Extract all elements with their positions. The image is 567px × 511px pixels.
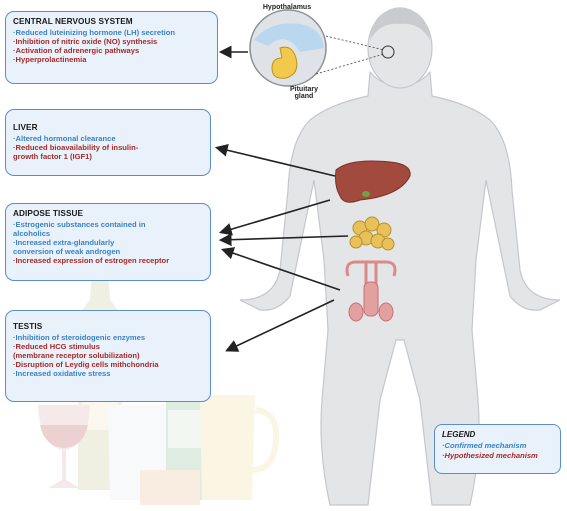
adipose-item: ·Estrogenic substances contained in	[13, 220, 146, 229]
pituitary-label-line1: Pituitary	[289, 86, 318, 93]
adipose-tissue-organ	[349, 216, 395, 251]
liver-organ	[335, 160, 411, 203]
liver-item: ·Reduced bioavailability of insulin-	[13, 143, 139, 152]
brain-inset	[249, 9, 395, 87]
legend-title: LEGEND	[442, 430, 476, 439]
testis-item: ·Disruption of Leydig cells mithchondria	[13, 360, 159, 369]
liver-item: growth factor 1 (IGF1)	[13, 152, 92, 161]
testis-box: TESTIS ·Inhibition of steroidogenic enzy…	[5, 310, 211, 402]
liver-item: ·Altered hormonal clearance	[13, 134, 116, 143]
testis-item: ·Inhibition of steroidogenic enzymes	[13, 333, 146, 342]
legend-box: LEGEND ·Confirmed mechanism ·Hypothesize…	[434, 424, 561, 474]
adipose-item: ·Increased expression of estrogen recept…	[13, 256, 170, 265]
cns-item: ·Activation of adrenergic pathways	[13, 46, 140, 55]
liver-box: LIVER ·Altered hormonal clearance ·Reduc…	[5, 109, 211, 176]
arrows	[214, 45, 349, 352]
testis-item: (membrane receptor solubilization)	[13, 351, 140, 360]
cns-item: ·Inhibition of nitric oxide (NO) synthes…	[13, 37, 158, 46]
testis-item: ·Reduced HCG stimulus	[13, 342, 100, 351]
arrow-testis	[225, 299, 335, 352]
pituitary-label: Pituitary gland	[284, 86, 324, 100]
arrow-adipose-1	[218, 199, 331, 236]
cns-box: CENTRAL NERVOUS SYSTEM ·Reduced luteiniz…	[5, 11, 218, 84]
human-body-silhouette	[239, 7, 561, 506]
arrow-adipose-3	[220, 247, 341, 291]
adipose-title: ADIPOSE TISSUE	[13, 209, 84, 218]
cns-title: CENTRAL NERVOUS SYSTEM	[13, 17, 133, 26]
testis-title: TESTIS	[13, 322, 43, 331]
adipose-box: ADIPOSE TISSUE ·Estrogenic substances co…	[5, 203, 211, 281]
adipose-item: conversion of weak androgen	[13, 247, 121, 256]
pituitary-label-line2: gland	[294, 93, 314, 100]
legend-hypothesized: ·Hypothesized mechanism	[442, 451, 538, 460]
testis-item: ·Increased oxidative stress	[13, 369, 111, 378]
arrow-liver	[214, 144, 336, 177]
adipose-item: alcoholics	[13, 229, 51, 238]
hypothalamus-label: Hypothalamus	[262, 4, 312, 11]
liver-title: LIVER	[13, 123, 38, 132]
cns-item: ·Hyperprolactinemia	[13, 55, 87, 64]
testis-organ	[345, 260, 397, 322]
cns-item: ·Reduced luteinizing hormone (LH) secret…	[13, 28, 176, 37]
arrow-adipose-2	[218, 233, 349, 247]
legend-confirmed: ·Confirmed mechanism	[442, 441, 527, 450]
adipose-item: ·Increased extra-glandularly	[13, 238, 115, 247]
